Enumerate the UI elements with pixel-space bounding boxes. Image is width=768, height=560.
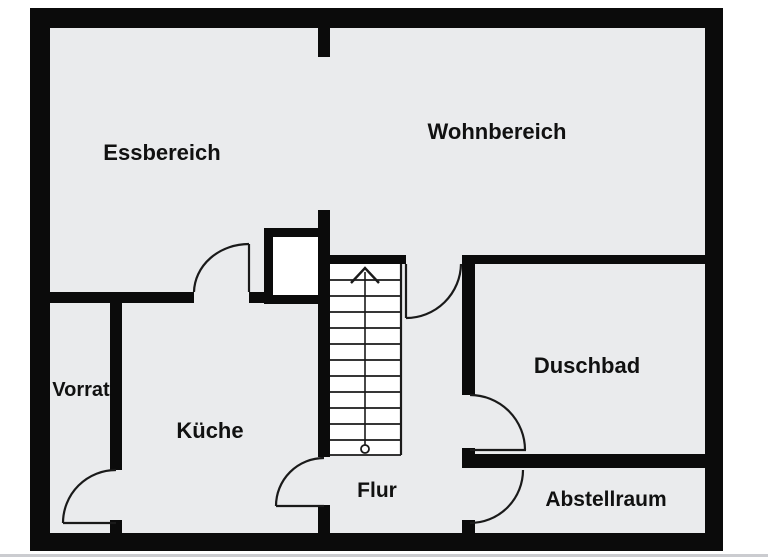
doors [61,242,527,525]
room-labels: Essbereich Wohnbereich Vorrat Küche Flur… [52,119,666,511]
wall-kueche-door-jamb [249,292,266,303]
shaft-wall-top [264,228,318,237]
door-flur-abstellraum [469,469,525,525]
room-label-duschbad: Duschbad [534,353,640,378]
stair-walk-line-start-dot [360,444,370,454]
room-label-abstellraum: Abstellraum [545,488,666,511]
door-swing-arc [469,393,527,451]
door-essbereich-kueche [192,242,251,293]
wall-essbereich-bottom [50,292,194,303]
wall-vorrat-kueche [110,300,122,470]
room-label-essbereich: Essbereich [103,140,220,165]
wall-abstellraum-top [462,454,705,468]
shaft-wall-left [264,237,273,295]
door-wohnbereich-flur [404,263,463,320]
room-label-kueche: Küche [176,418,243,443]
door-kueche-vorrat [61,468,117,525]
door-flur-kueche [274,456,325,508]
door-swing-arc [274,456,325,507]
door-swing-arc [405,263,463,320]
wall-outer-bottom [30,533,723,551]
room-label-flur: Flur [357,479,397,502]
inner-walls [50,28,705,533]
staircase [330,264,403,456]
door-swing-arc [469,469,525,525]
wall-outer-left [30,8,50,551]
shaft-interior [273,237,318,295]
wall-kueche-flur-stub [318,505,330,533]
room-label-wohnbereich: Wohnbereich [428,119,567,144]
wall-top-stub [318,28,330,57]
outer-walls [30,8,723,551]
wall-duschbad-left [462,264,475,395]
door-swing-arc [192,242,250,293]
wall-stair-top [330,255,406,264]
door-swing-arc [61,468,117,524]
wall-stair-left [318,210,330,457]
shaft-wall-bottom [264,295,318,304]
wall-duschbad-top [462,255,705,264]
page-edge-line [0,554,768,557]
room-label-vorrat: Vorrat [52,379,110,401]
stair-direction-up-arrow-icon [350,266,380,284]
wall-outer-right [705,8,723,551]
wall-outer-top [30,8,723,28]
door-flur-duschbad [469,393,527,452]
